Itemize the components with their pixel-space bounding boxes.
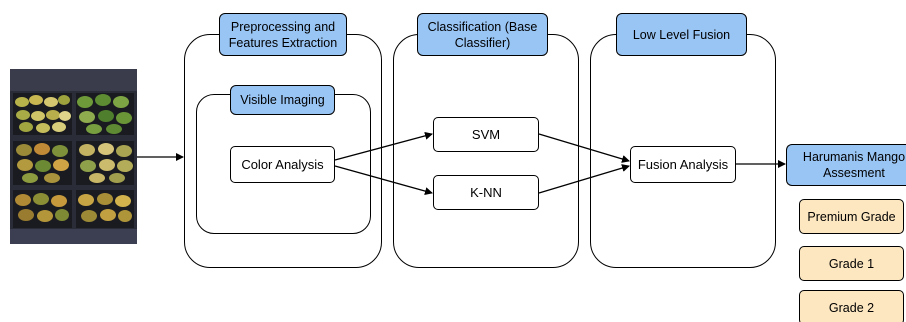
grade-2: Grade 2 — [799, 290, 904, 322]
fusion-analysis-label: Fusion Analysis — [637, 157, 729, 172]
classification-header: Classification (Base Classifier) — [417, 13, 548, 56]
grade-premium: Premium Grade — [799, 199, 904, 234]
svm-node: SVM — [433, 117, 539, 152]
low-level-fusion-title: Low Level Fusion — [632, 27, 731, 42]
visible-imaging-title: Visible Imaging — [240, 93, 325, 107]
grade-1: Grade 1 — [799, 246, 904, 281]
grade-1-label: Grade 1 — [828, 256, 875, 271]
assessment-title: Harumanis Mango Assesment — [793, 149, 906, 181]
mango-tray-image — [10, 69, 137, 244]
fusion-analysis-node: Fusion Analysis — [630, 146, 736, 183]
assessment-header: Harumanis Mango Assesment — [786, 144, 906, 186]
mango-tray-photo — [10, 69, 137, 244]
grade-2-label: Grade 2 — [828, 300, 875, 315]
grade-premium-label: Premium Grade — [807, 209, 896, 224]
classification-title: Classification (Base Classifier) — [427, 19, 538, 50]
color-analysis-node: Color Analysis — [230, 146, 335, 183]
preprocessing-header: Preprocessing and Features Extraction — [219, 13, 347, 56]
preprocessing-title: Preprocessing and Features Extraction — [228, 19, 338, 50]
visible-imaging-header: Visible Imaging — [230, 85, 335, 115]
low-level-fusion-header: Low Level Fusion — [616, 13, 747, 56]
knn-node: K-NN — [433, 175, 539, 210]
assessment-title-text: Harumanis Mango Assesment — [802, 150, 906, 180]
color-analysis-label: Color Analysis — [241, 157, 324, 172]
knn-label: K-NN — [470, 185, 502, 200]
svm-label: SVM — [471, 127, 501, 142]
